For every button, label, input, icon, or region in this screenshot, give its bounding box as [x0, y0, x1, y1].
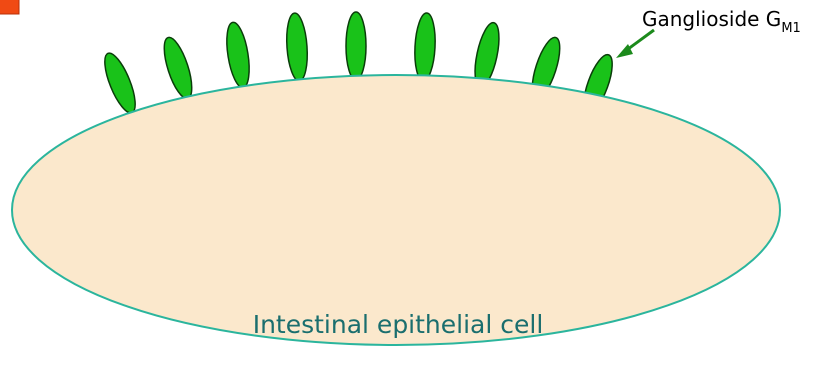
- corner-marker: [0, 0, 19, 14]
- ganglioside-receptor-1: [99, 50, 142, 117]
- intestinal-epithelial-cell: [12, 75, 780, 345]
- receptor-label-main: Ganglioside G: [642, 7, 781, 31]
- cell-label: Intestinal epithelial cell: [253, 310, 544, 339]
- ganglioside-receptor-3: [223, 21, 253, 89]
- ganglioside-receptor-6: [413, 13, 437, 82]
- ganglioside-receptor-5: [346, 12, 366, 80]
- receptor-label: Ganglioside GM1: [642, 7, 801, 36]
- ganglioside-receptor-4: [285, 12, 310, 81]
- receptor-label-subscript: M1: [781, 21, 801, 36]
- ganglioside-receptor-2: [159, 34, 198, 101]
- receptor-arrow: [616, 30, 654, 58]
